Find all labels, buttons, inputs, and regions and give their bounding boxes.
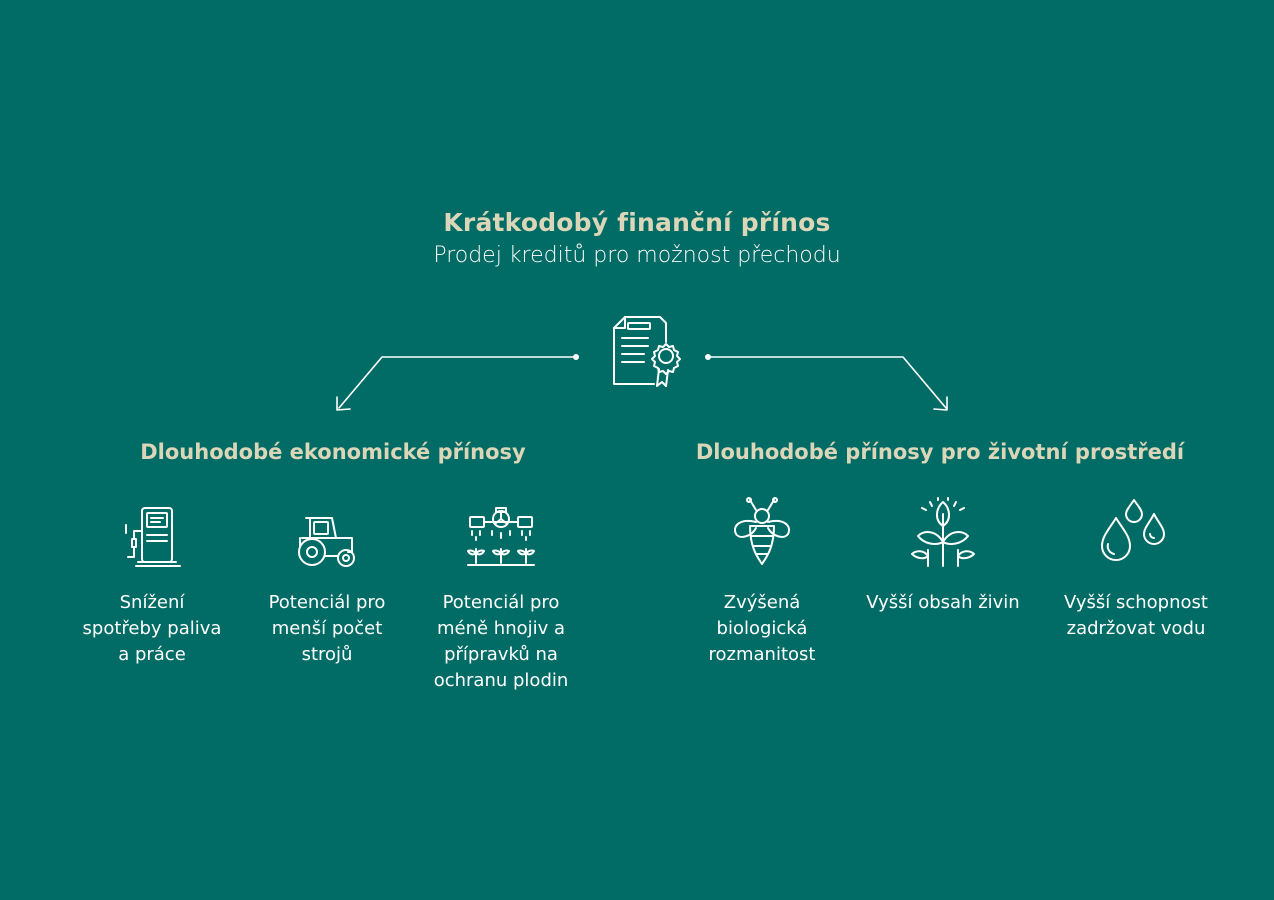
bee-icon	[730, 496, 794, 568]
item-label-sprayer: Potenciál pro méně hnojiv a přípravků na…	[433, 592, 569, 691]
item-label-water: Vyšší schopnost zadržovat vodu	[1064, 592, 1208, 639]
item-label-tractor: Potenciál pro menší počet strojů	[268, 592, 386, 665]
item-label-fuel: Snížení spotřeby paliva a práce	[82, 592, 222, 665]
water-drops-icon	[1098, 496, 1170, 568]
arrow-left-head	[336, 396, 351, 411]
right-group-heading: Dlouhodobé přínosy pro životní prostředí	[695, 440, 1185, 464]
fuel-pump-icon	[120, 505, 184, 569]
arrow-right-head	[933, 396, 948, 411]
arrow-left-dot	[573, 354, 579, 360]
arrow-left-line	[338, 356, 576, 409]
arrow-right-dot	[705, 354, 711, 360]
item-label-bee: Zvýšená biologická rozmanitost	[708, 592, 816, 665]
plant-sprout-icon	[908, 496, 978, 568]
page-subtitle: Prodej kreditů pro možnost přechodu	[433, 243, 841, 268]
crop-sprayer-icon	[466, 505, 536, 569]
arrow-right-line	[707, 356, 947, 409]
left-group-heading: Dlouhodobé ekonomické přínosy	[140, 440, 526, 464]
page-title: Krátkodobý finanční přínos	[443, 208, 831, 237]
item-label-plant: Vyšší obsah živin	[866, 592, 1020, 613]
certificate-document-icon	[610, 314, 686, 390]
tractor-icon	[292, 510, 360, 570]
